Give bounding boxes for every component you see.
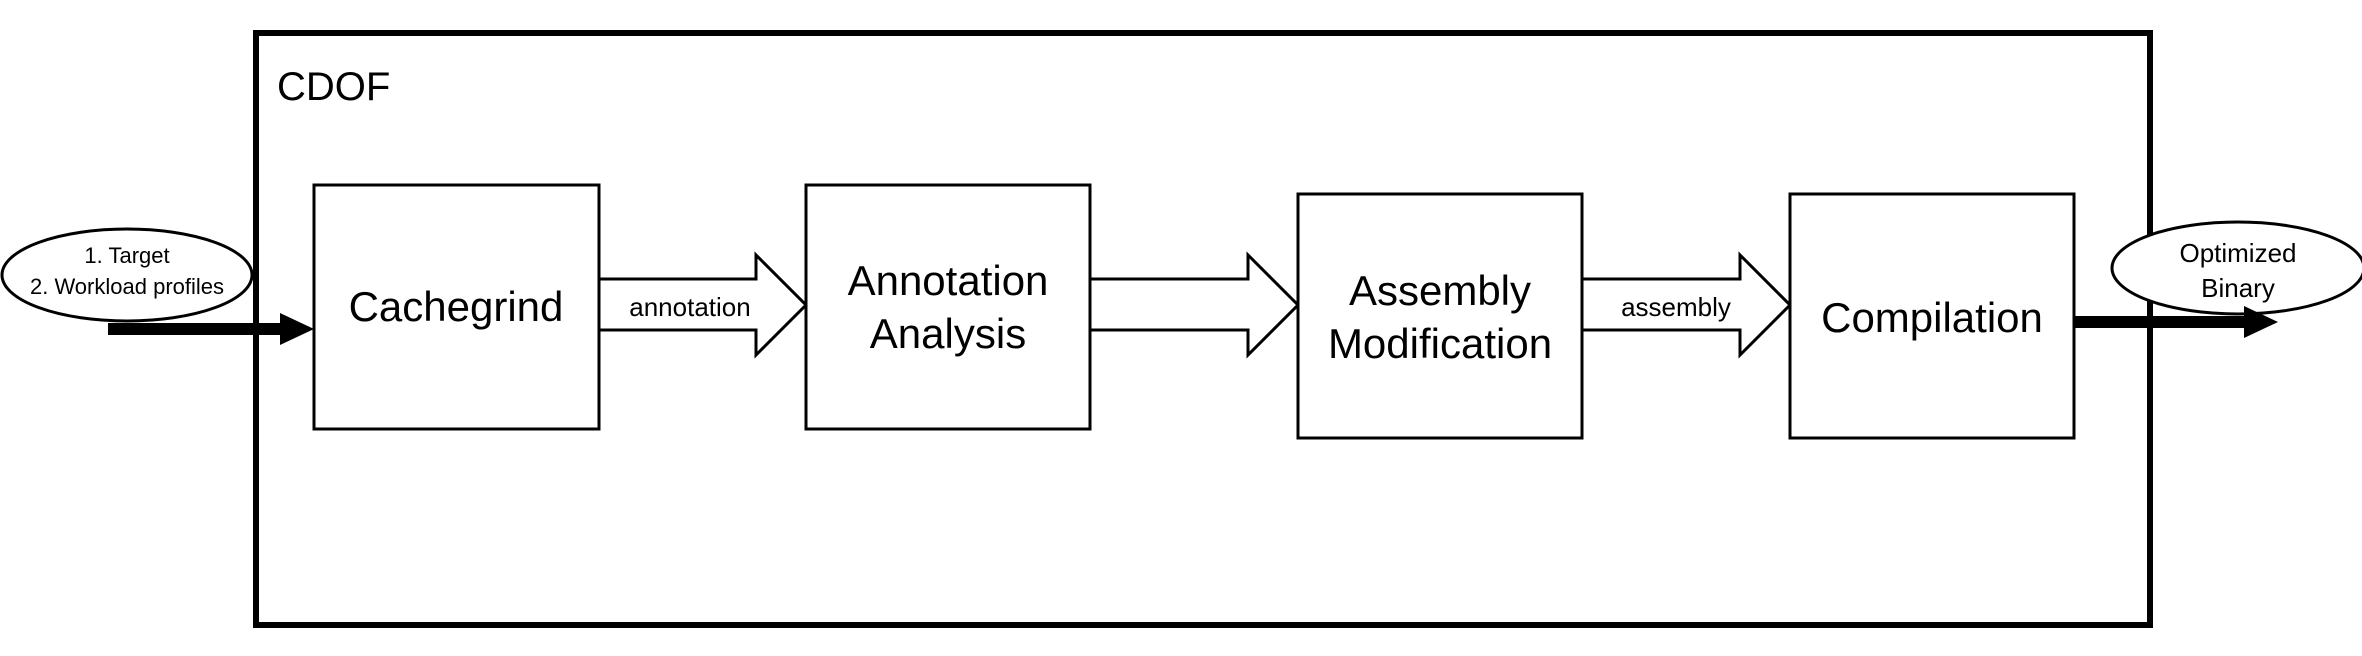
annotation-analysis-label-line-2: Analysis (870, 310, 1026, 357)
annotation-analysis-label-line-1: Annotation (848, 257, 1049, 304)
output-arrow-head (2244, 306, 2278, 338)
cachegrind-box (312, 183, 601, 431)
cdof-frame-title: CDOF (277, 65, 390, 109)
compilation-box (1788, 192, 2076, 440)
annotation-arrow (597, 251, 809, 359)
output-ellipse (2110, 220, 2362, 316)
input-ellipse (0, 227, 254, 323)
input-label-line-1: 1. Target (84, 243, 169, 268)
input-arrow-head (280, 313, 314, 345)
assembly-arrow-label: assembly (1621, 292, 1731, 322)
annotation-arrow-label: annotation (629, 292, 750, 322)
output-label-line-1: Optimized (2179, 238, 2296, 268)
cachegrind-label: Cachegrind (349, 283, 564, 330)
annotation-analysis-box (804, 183, 1092, 431)
assembly-modification-label-line-2: Modification (1328, 320, 1552, 367)
assembly-modification-label-line-1: Assembly (1349, 267, 1531, 314)
assembly-arrow (1580, 251, 1793, 359)
compilation-label: Compilation (1821, 294, 2043, 341)
input-label-line-2: 2. Workload profiles (30, 274, 224, 299)
output-label-line-2: Binary (2201, 273, 2275, 303)
analysis-to-modification-arrow (1088, 251, 1301, 359)
assembly-modification-box (1296, 192, 1584, 440)
